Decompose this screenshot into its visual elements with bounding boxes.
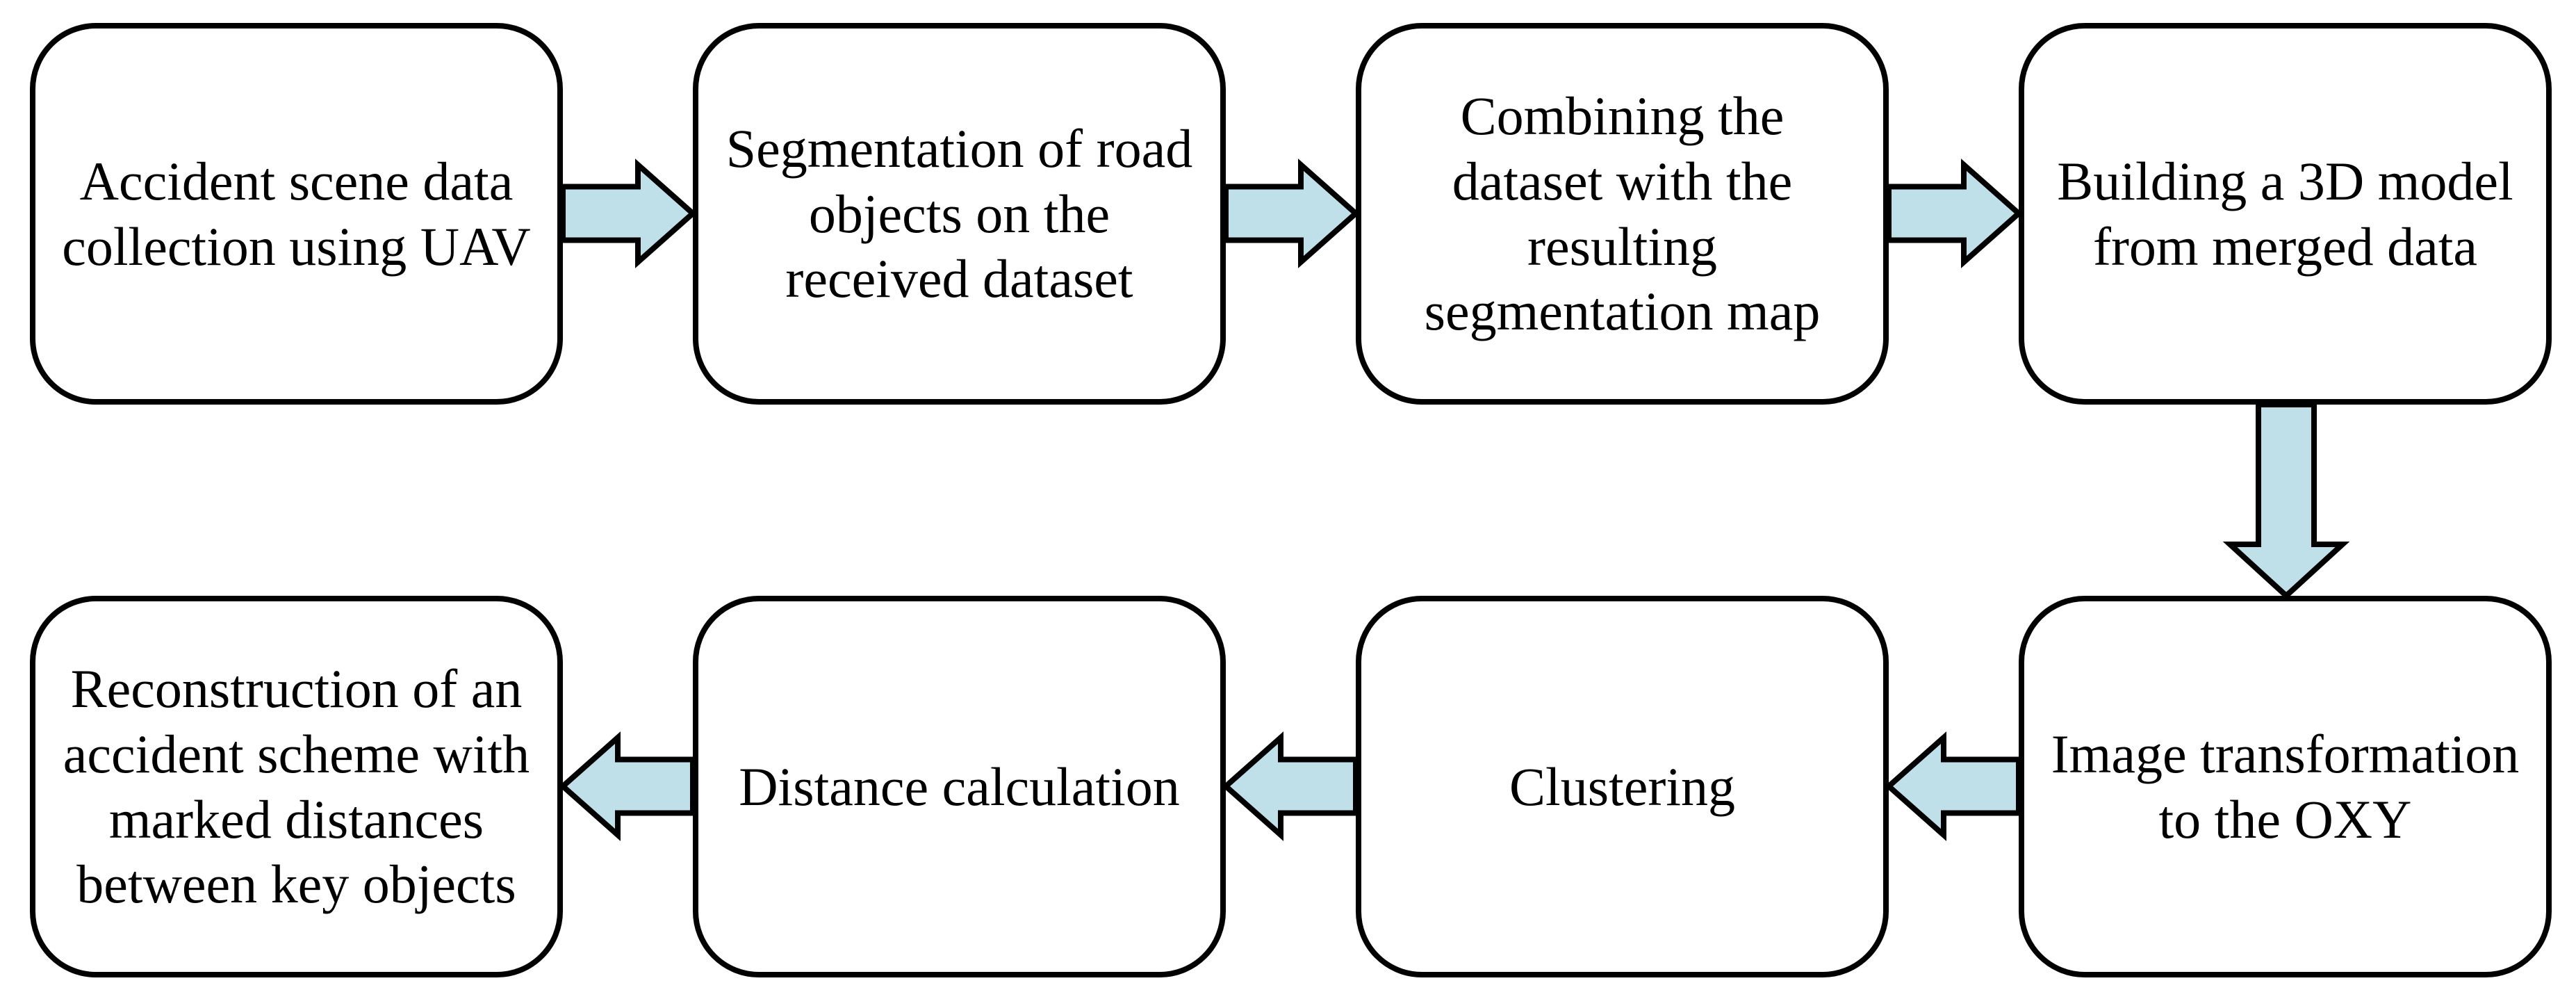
flow-arrow-left-6-7-icon	[1221, 731, 1359, 841]
flow-arrow-right-1-2-icon	[560, 159, 698, 268]
step-box-accident-data-collection: Accident scene data collection using UAV	[30, 23, 563, 405]
step-box-distance-calculation: Distance calculation	[693, 596, 1226, 977]
step-box-accident-scheme-reconstruction: Reconstruction of an accident scheme wit…	[30, 596, 563, 977]
flow-arrow-down-4-5-icon	[2222, 402, 2350, 600]
step-box-clustering: Clustering	[1356, 596, 1889, 977]
flow-arrow-left-5-6-icon	[1884, 731, 2021, 841]
step-box-combine-dataset-segmentation-map: Combining the dataset with the resulting…	[1356, 23, 1889, 405]
flow-arrow-right-3-4-icon	[1886, 159, 2024, 268]
step-box-road-object-segmentation: Segmentation of road objects on the rece…	[693, 23, 1226, 405]
flow-arrow-left-7-8-icon	[558, 731, 696, 841]
step-box-image-transformation-oxy: Image transformation to the OXY	[2019, 596, 2552, 977]
step-box-build-3d-model: Building a 3D model from merged data	[2019, 23, 2552, 405]
flow-arrow-right-2-3-icon	[1223, 159, 1361, 268]
